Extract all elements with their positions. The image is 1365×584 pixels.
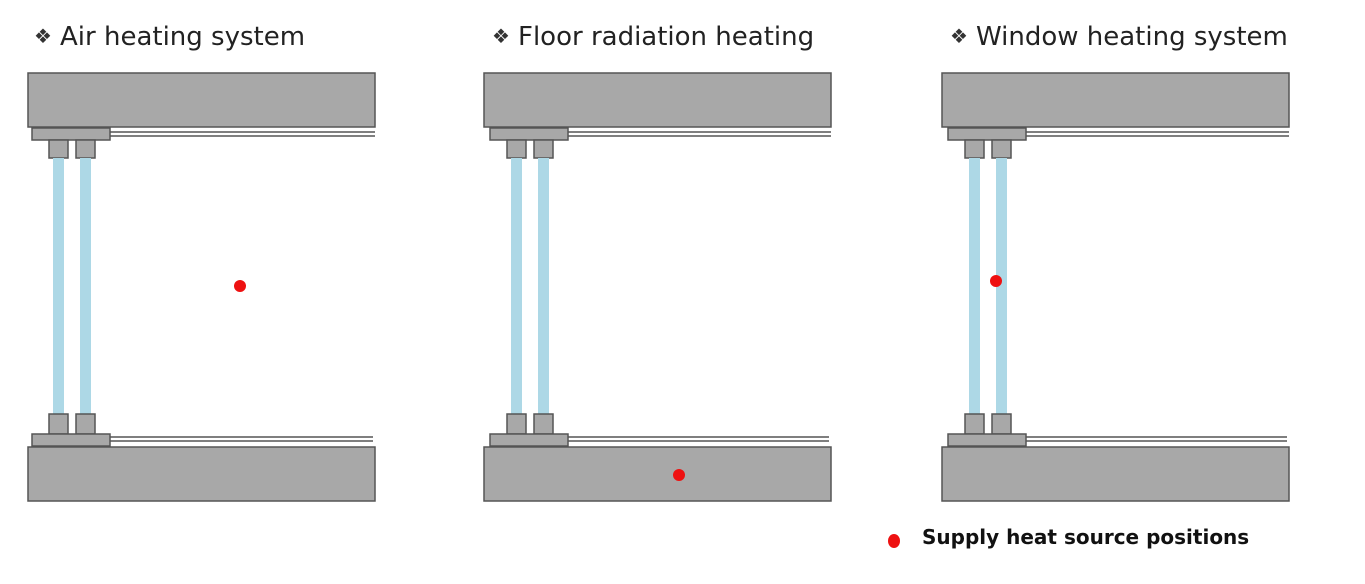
panel-title: ❖ Air heating system: [34, 22, 305, 52]
heat-source-dot: [234, 280, 246, 292]
panel-title: ❖ Window heating system: [950, 22, 1288, 52]
ceiling-slab: [483, 72, 832, 128]
legend: Supply heat source positions: [888, 525, 1249, 549]
glass-pane: [511, 158, 522, 414]
bottom-clip: [964, 413, 985, 435]
ceiling-slab: [941, 72, 1290, 128]
panel-title-text: Window heating system: [976, 22, 1288, 52]
bottom-clip: [533, 413, 554, 435]
top-clip: [48, 139, 69, 159]
heat-source-dot: [990, 275, 1002, 287]
top-frame: [31, 127, 111, 141]
heat-source-dot: [673, 469, 685, 481]
bottom-clip: [75, 413, 96, 435]
top-clip: [991, 139, 1012, 159]
glass-pane: [996, 158, 1007, 414]
top-frame: [947, 127, 1027, 141]
diamond-cross-icon: ❖: [950, 24, 968, 48]
top-clip: [533, 139, 554, 159]
panel-floor-radiation: ❖ Floor radiation heating: [482, 0, 902, 584]
top-frame: [489, 127, 569, 141]
diamond-cross-icon: ❖: [492, 24, 510, 48]
bottom-frame: [489, 433, 569, 447]
top-clip: [506, 139, 527, 159]
panel-air-heating: ❖ Air heating system: [26, 0, 446, 584]
diamond-cross-icon: ❖: [34, 24, 52, 48]
panel-title: ❖ Floor radiation heating: [492, 22, 814, 52]
panel-title-text: Air heating system: [60, 22, 306, 52]
floor-slab: [483, 446, 832, 502]
floor-slab: [27, 446, 376, 502]
glass-pane: [969, 158, 980, 414]
window-section-diagram: [483, 72, 832, 502]
red-dot-icon: [888, 534, 900, 548]
panel-title-text: Floor radiation heating: [518, 22, 815, 52]
floor-slab: [941, 446, 1290, 502]
panel-window-heating: ❖ Window heating system: [940, 0, 1360, 584]
glass-pane: [80, 158, 91, 414]
window-section-diagram: [941, 72, 1290, 502]
bottom-frame: [31, 433, 111, 447]
bottom-clip: [48, 413, 69, 435]
ceiling-slab: [27, 72, 376, 128]
bottom-clip: [506, 413, 527, 435]
bottom-clip: [991, 413, 1012, 435]
top-clip: [75, 139, 96, 159]
legend-label: Supply heat source positions: [922, 525, 1250, 549]
top-clip: [964, 139, 985, 159]
window-section-diagram: [27, 72, 376, 502]
glass-pane: [53, 158, 64, 414]
bottom-frame: [947, 433, 1027, 447]
glass-pane: [538, 158, 549, 414]
